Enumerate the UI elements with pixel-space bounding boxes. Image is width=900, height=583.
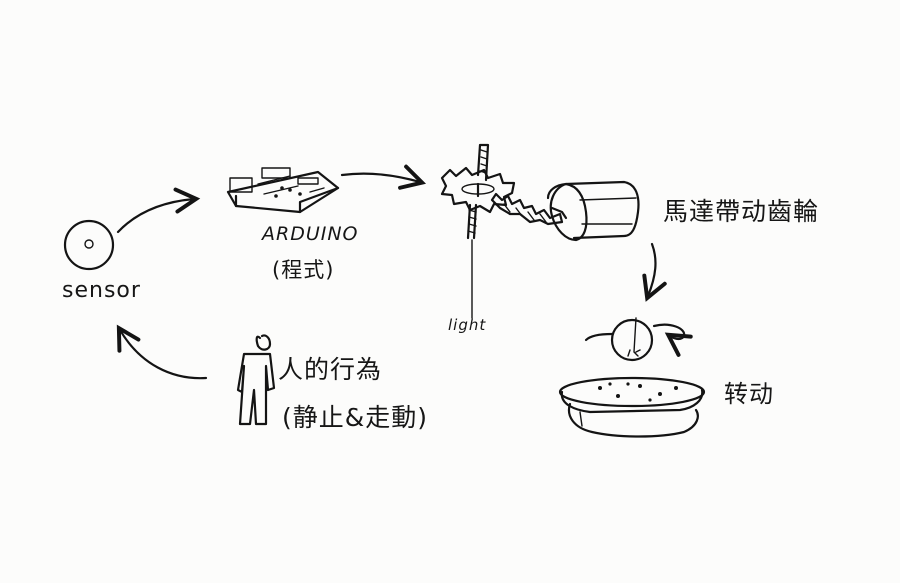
light-pole-icon [466, 143, 490, 319]
arduino-board-icon [226, 167, 340, 214]
person-icon [236, 334, 276, 426]
arrow-behavior-to-sensor [116, 324, 208, 380]
light-label: light [448, 316, 487, 334]
turntable-icon [558, 376, 706, 438]
behavior-note-label: (静止&走動) [282, 403, 429, 432]
pinion-gear-icon [490, 192, 564, 226]
rotation-icon [584, 317, 693, 362]
sensor-icon [63, 219, 115, 271]
gear-icon [440, 166, 516, 214]
arduino-label: ARDUINO [262, 223, 359, 245]
arrow-arduino-to-gear [340, 164, 427, 190]
arduino-note-label: (程式) [272, 258, 335, 282]
sensor-label: sensor [62, 278, 141, 303]
rotate-label: 转动 [724, 380, 774, 408]
arrow-motor-to-turntable [642, 242, 667, 302]
arrow-sensor-to-arduino [116, 187, 201, 234]
behavior-label: 人的行為 [278, 355, 383, 384]
motor-label: 馬達帶动齒輪 [663, 197, 820, 226]
motor-icon [546, 180, 640, 242]
